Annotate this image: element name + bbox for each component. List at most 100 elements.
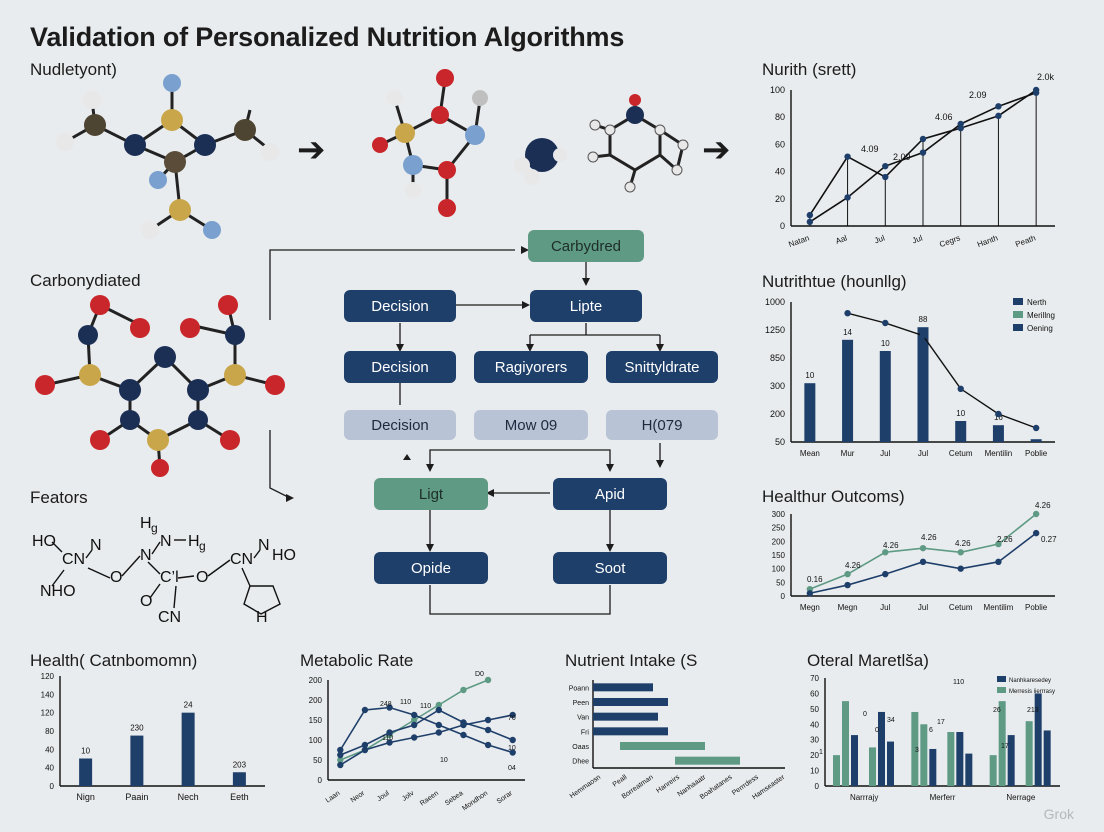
y-tick-label: 120: [41, 672, 55, 681]
bar: [1034, 693, 1042, 786]
data-point: [957, 385, 964, 392]
formula-o2: O: [140, 593, 152, 610]
nucleotide-label: Nudletyont): [30, 60, 117, 79]
data-label: 213: [1027, 707, 1039, 714]
bar: [842, 339, 854, 442]
x-tick-label: Paain: [125, 792, 148, 802]
formula-cn-lower: CN: [158, 609, 181, 626]
data-point: [806, 590, 814, 597]
flowchart-box-carbydred: Carbydred: [528, 230, 644, 262]
y-tick-label: 10: [810, 767, 819, 776]
x-tick-label: Jul: [918, 603, 928, 612]
flowchart-box-decision: Decision: [344, 351, 456, 383]
legend-label: Nerth: [1027, 298, 1047, 307]
data-label: 04: [508, 765, 516, 772]
bar: [998, 701, 1006, 786]
data-point: [1032, 424, 1040, 432]
y-tick-label: 100: [770, 85, 785, 95]
x-tick-label: Jul: [918, 449, 928, 458]
data-point: [844, 153, 851, 160]
flowchart-box-decision: Decision: [344, 410, 456, 440]
formula-g2: g: [199, 539, 206, 553]
y-tick-label: 200: [309, 676, 323, 685]
data-point: [509, 736, 516, 744]
data-point: [337, 756, 344, 764]
flowchart-box-ragiyorers: Ragiyorers: [474, 351, 588, 383]
series-line: [847, 312, 1037, 429]
formula-ho2: HO: [272, 547, 296, 564]
legend-swatch: [997, 687, 1006, 693]
data-point: [386, 729, 393, 736]
data-point: [882, 570, 889, 578]
x-tick-label: Sebea: [444, 790, 465, 807]
data-label: 2.09: [893, 152, 911, 162]
bar: [675, 756, 740, 765]
y-tick-label: 200: [309, 696, 323, 705]
y-tick-label: 850: [770, 353, 785, 363]
x-tick-label: Jul: [880, 449, 890, 458]
bar: [947, 732, 955, 786]
y-tick-label: 20: [810, 751, 819, 760]
bar: [620, 742, 705, 750]
bar-label: 88: [919, 315, 928, 324]
formula-ho1: HO: [32, 533, 56, 550]
data-label: 2.09: [969, 90, 987, 100]
y-tick-label: 50: [313, 756, 322, 765]
data-point: [361, 741, 369, 749]
formula-c1: C’l: [160, 569, 179, 586]
data-point: [484, 716, 492, 724]
legend-label: Merresis iierrrasy: [1009, 689, 1055, 695]
data-point: [919, 558, 927, 566]
data-point: [460, 719, 467, 726]
data-label: 0: [875, 727, 879, 734]
y-tick-label: Peen: [573, 700, 589, 707]
y-tick-label: 60: [810, 689, 819, 698]
x-tick-label: Sorar: [496, 790, 515, 806]
data-label: 17: [1001, 743, 1009, 750]
flowchart-box-opide: Opide: [374, 552, 488, 584]
x-tick-label: Mean: [800, 449, 820, 458]
bar: [1007, 735, 1015, 786]
data-point: [484, 741, 492, 749]
bar-label: 10: [956, 409, 965, 418]
bar: [878, 711, 885, 786]
data-label: 110: [953, 679, 964, 686]
data-point: [1032, 510, 1040, 518]
bar-label: 16: [994, 413, 1003, 422]
data-point: [919, 149, 927, 156]
x-tick-label: Nign: [76, 792, 95, 802]
bar: [833, 755, 840, 786]
data-point: [806, 218, 814, 226]
bar: [911, 711, 919, 786]
data-point: [1032, 529, 1040, 537]
x-tick-label: Raeen: [419, 790, 440, 808]
bar-label: 14: [843, 328, 852, 337]
data-label: 17: [937, 719, 945, 726]
formula-nho: NHO: [40, 583, 76, 600]
arrow-right-icon: ➔: [702, 131, 731, 169]
data-point: [919, 135, 927, 143]
legend-swatch: [997, 676, 1006, 682]
formula-n3: N: [160, 533, 172, 550]
bar: [879, 351, 891, 442]
data-label: 110: [382, 735, 393, 742]
y-tick-label: 0: [781, 592, 786, 601]
y-tick-label: 150: [772, 551, 786, 560]
chart-title-nutrithtue: Nutrithtue (hounllg): [762, 272, 907, 291]
data-point: [386, 739, 393, 746]
bar: [130, 735, 144, 786]
data-label: 0: [863, 711, 867, 718]
formula-n4: N: [258, 537, 270, 554]
x-tick-label: Aal: [834, 233, 848, 245]
y-tick-label: 250: [772, 524, 786, 533]
y-tick-label: 200: [770, 409, 785, 419]
flowchart-connectors: [269, 246, 664, 615]
data-point: [484, 676, 492, 684]
bar: [1043, 730, 1051, 786]
y-tick-label: 200: [772, 537, 786, 546]
data-label: 110: [420, 703, 431, 710]
